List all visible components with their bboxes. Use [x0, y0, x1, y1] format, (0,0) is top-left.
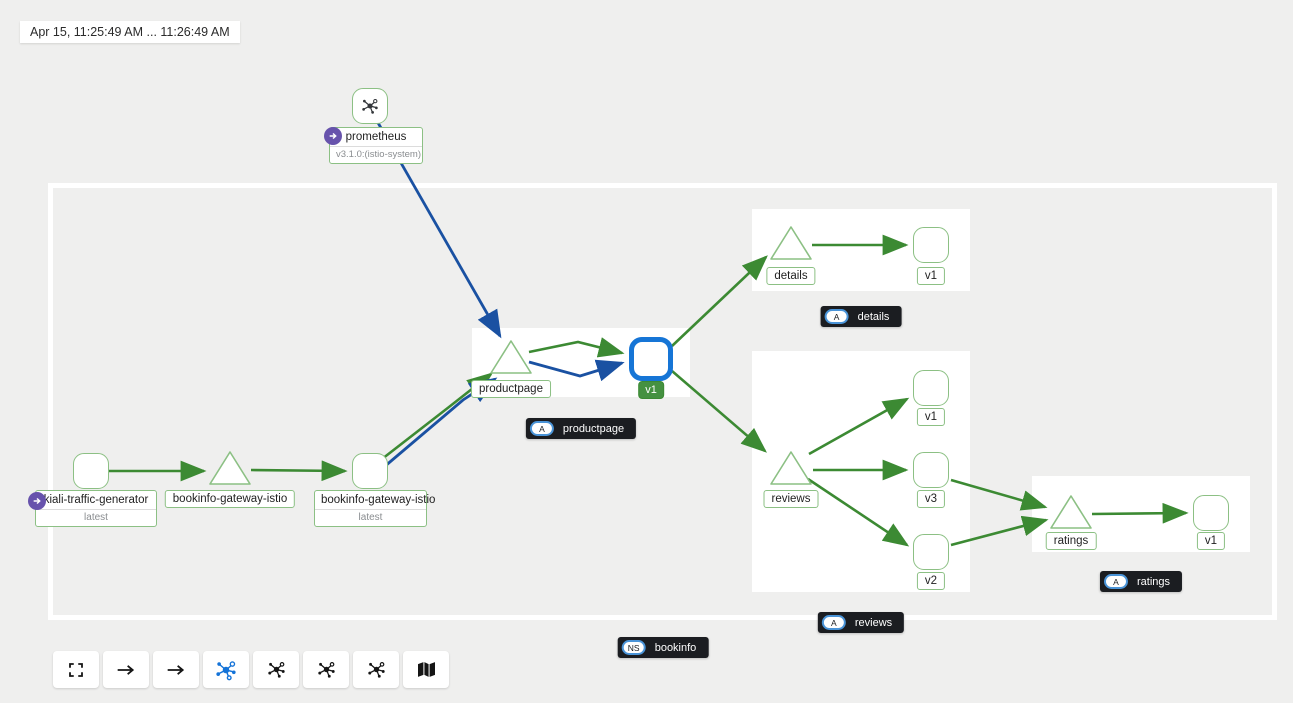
productpage-v1-node-selected[interactable]	[629, 337, 673, 381]
kiali-traffic-generator-node[interactable]	[73, 453, 109, 489]
prometheus-version: v3.1.0:(istio-system)	[330, 146, 422, 163]
edge-v3-to-ratings[interactable]	[950, 478, 1048, 511]
app-badge-icon: A	[821, 615, 846, 630]
topology-icon	[216, 660, 236, 680]
kiali-traffic-generator-name: kiali-traffic-generator	[43, 494, 149, 506]
details-v1-label[interactable]: v1	[916, 267, 946, 285]
topology-icon	[317, 662, 335, 678]
reviews-label[interactable]: reviews	[763, 490, 819, 508]
productpage-label[interactable]: productpage	[471, 380, 551, 398]
map-icon	[417, 662, 435, 677]
graph-toolbar	[53, 651, 449, 688]
prometheus-name: prometheus	[345, 131, 407, 143]
app-badge-productpage[interactable]: A productpage	[525, 418, 637, 439]
expand-button[interactable]	[53, 651, 99, 688]
gateway-service-node[interactable]	[207, 448, 253, 488]
gateway-service-label[interactable]: bookinfo-gateway-istio	[164, 490, 296, 508]
ratings-v1-node[interactable]	[1193, 495, 1229, 531]
app-badge-icon: A	[529, 421, 554, 436]
topology-layout-button-3[interactable]	[303, 651, 349, 688]
root-arrow-icon	[324, 127, 342, 145]
edge-v1-to-reviews[interactable]	[671, 370, 767, 453]
map-button[interactable]	[403, 651, 449, 688]
app-badge-reviews[interactable]: A reviews	[817, 612, 905, 633]
root-arrow-icon	[28, 492, 46, 510]
app-badge-text: ratings	[1136, 575, 1171, 588]
namespace-bookinfo-box[interactable]	[48, 183, 1277, 620]
reviews-v1-label[interactable]: v1	[916, 408, 946, 426]
details-app-node[interactable]	[768, 223, 814, 263]
ratings-v1-label[interactable]: v1	[1196, 532, 1226, 550]
productpage-app-node[interactable]	[488, 337, 534, 377]
topology-layout-button-4[interactable]	[353, 651, 399, 688]
details-v1-node[interactable]	[913, 227, 949, 263]
app-badge-ratings[interactable]: A ratings	[1099, 571, 1183, 592]
reviews-v3-label[interactable]: v3	[916, 490, 946, 508]
topology-icon	[362, 98, 378, 114]
reviews-v2-label[interactable]: v2	[916, 572, 946, 590]
prometheus-node[interactable]	[352, 88, 388, 124]
edge-productpage-to-v1-http[interactable]	[528, 337, 625, 358]
topology-icon	[367, 662, 385, 678]
gateway-workload-name: bookinfo-gateway-istio	[321, 494, 436, 506]
app-badge-text: productpage	[562, 422, 625, 435]
edge-productpage-to-v1-tcp[interactable]	[528, 359, 625, 382]
reviews-v3-node[interactable]	[913, 452, 949, 488]
app-badge-icon: A	[1103, 574, 1128, 589]
topology-layout-button-1[interactable]	[203, 651, 249, 688]
edge-reviews-to-v2[interactable]	[807, 477, 910, 547]
prometheus-label[interactable]: prometheus v3.1.0:(istio-system)	[324, 127, 423, 164]
arrow-right-icon	[117, 664, 135, 675]
edge-reviews-to-v1[interactable]	[808, 397, 910, 456]
app-badge-text: details	[857, 310, 890, 323]
graph-canvas[interactable]: prometheus v3.1.0:(istio-system) kiali-t…	[0, 0, 1293, 703]
gateway-workload-version: latest	[315, 509, 426, 526]
time-range-label: Apr 15, 11:25:49 AM ... 11:26:49 AM	[20, 21, 240, 43]
productpage-v1-label[interactable]: v1	[638, 381, 664, 399]
edge-v1-to-details[interactable]	[671, 255, 768, 347]
namespace-badge-text: bookinfo	[654, 641, 697, 654]
namespace-badge-bookinfo[interactable]: NS bookinfo	[617, 637, 709, 658]
reviews-v1-node[interactable]	[913, 370, 949, 406]
topology-layout-button-2[interactable]	[253, 651, 299, 688]
app-badge-icon: A	[824, 309, 849, 324]
kiali-traffic-generator-version: latest	[36, 509, 156, 526]
edge-ratings-to-v1[interactable]	[1091, 502, 1189, 524]
arrow-right-button-2[interactable]	[153, 651, 199, 688]
details-label[interactable]: details	[766, 267, 816, 285]
topology-icon	[267, 662, 285, 678]
namespace-badge-icon: NS	[621, 640, 646, 655]
gateway-workload-node[interactable]	[352, 453, 388, 489]
ratings-app-node[interactable]	[1048, 492, 1094, 532]
edge-gateway-svc-to-workload[interactable]	[250, 460, 348, 482]
arrow-right-button-1[interactable]	[103, 651, 149, 688]
reviews-app-node[interactable]	[768, 448, 814, 488]
kiali-traffic-generator-label[interactable]: kiali-traffic-generator latest	[28, 490, 157, 527]
arrow-right-icon	[167, 664, 185, 675]
reviews-v2-node[interactable]	[913, 534, 949, 570]
gateway-workload-label[interactable]: bookinfo-gateway-istio latest	[314, 490, 436, 527]
ratings-label[interactable]: ratings	[1045, 532, 1097, 550]
expand-icon	[69, 662, 83, 677]
app-badge-details[interactable]: A details	[820, 306, 902, 327]
app-badge-text: reviews	[854, 616, 893, 629]
edge-v2-to-ratings[interactable]	[950, 515, 1049, 547]
